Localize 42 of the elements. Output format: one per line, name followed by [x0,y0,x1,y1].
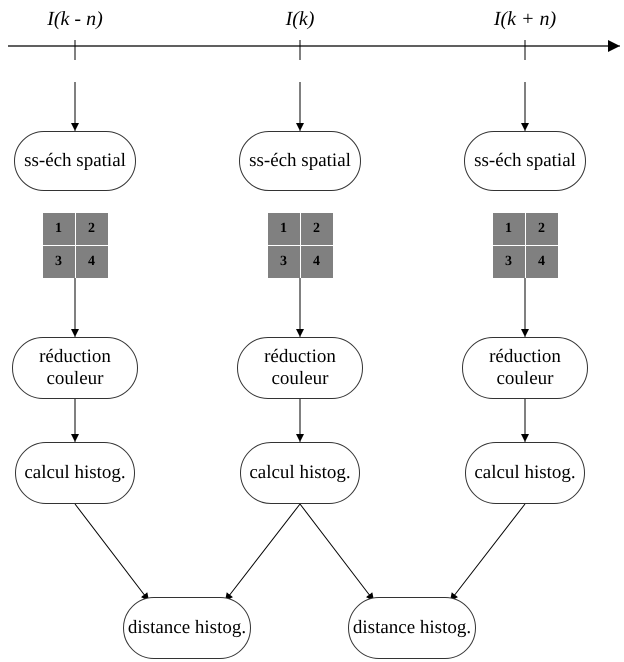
arrow [521,278,529,338]
quadrant-grid [42,213,108,278]
process-box: calcul histog. [240,442,360,504]
arrow [296,398,304,442]
arrow [300,504,374,602]
process-box: distance histog. [123,597,251,659]
quadrant-number: 2 [300,213,332,245]
quadrant-number: 3 [268,246,300,278]
quadrant-grid [492,213,558,278]
quadrant-number: 2 [526,213,558,245]
process-box: ss-éch spatial [14,131,136,191]
quadrant-grid [268,213,332,278]
process-box: réduction couleur [12,337,138,399]
quadrant-number: 4 [526,246,558,278]
arrow [74,504,150,602]
arrow [521,398,529,442]
arrow [71,82,79,132]
process-box: calcul histog. [15,442,135,504]
process-box: ss-éch spatial [464,131,586,191]
arrow [450,504,526,602]
quadrant-number: 2 [76,213,108,245]
axis-label: I(k + n) [494,8,556,31]
arrow [296,278,304,338]
process-box: réduction couleur [237,337,363,399]
quadrant-number: 1 [42,213,74,245]
quadrant-number: 4 [300,246,332,278]
quadrant-number: 4 [76,246,108,278]
process-box: distance histog. [348,597,476,659]
arrow [521,82,529,132]
arrow [296,82,304,132]
arrow [71,278,79,338]
axis-label: I(k) [286,8,314,31]
quadrant-number: 1 [492,213,524,245]
process-box: ss-éch spatial [239,131,361,191]
process-box: réduction couleur [462,337,588,399]
process-box: calcul histog. [465,442,585,504]
quadrant-number: 3 [42,246,74,278]
quadrant-number: 1 [268,213,300,245]
arrow [224,504,300,602]
quadrant-number: 3 [492,246,524,278]
axis-label: I(k - n) [47,8,103,31]
arrow [71,398,79,442]
